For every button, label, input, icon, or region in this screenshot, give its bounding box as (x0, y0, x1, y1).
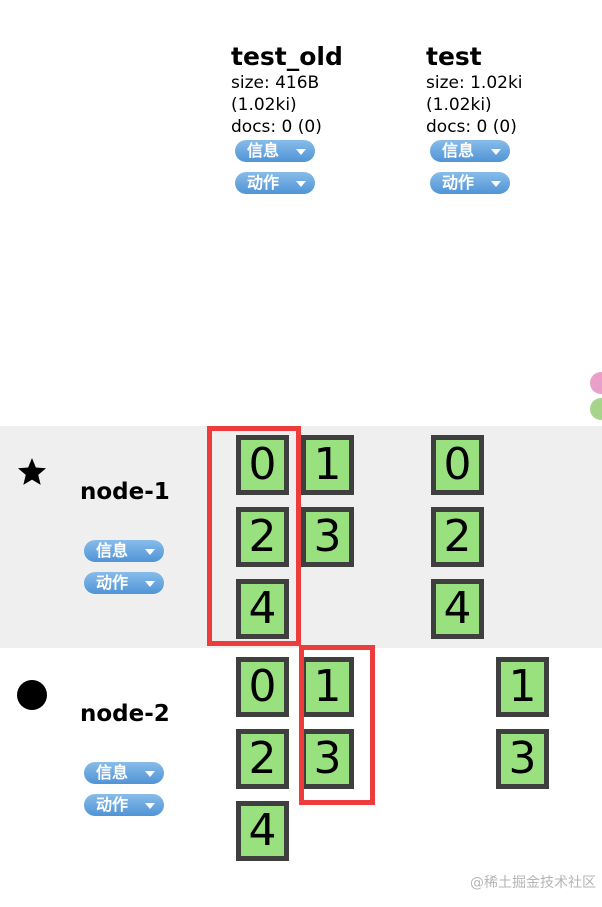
index-docs: docs: 0 (0) (231, 117, 322, 137)
index-info-button[interactable]: 信息 (430, 140, 510, 162)
info-button-label: 信息 (442, 141, 475, 160)
index-docs: docs: 0 (0) (426, 117, 517, 137)
edge-green-circle (590, 398, 602, 420)
node-row-1: node-1 信息 动作 0 2 4 1 3 0 2 4 (0, 426, 602, 648)
circle-icon (17, 680, 47, 710)
shard-test-old-0[interactable]: 0 (236, 435, 289, 495)
node-info-button[interactable]: 信息 (84, 762, 164, 784)
info-button-label: 信息 (96, 541, 129, 560)
shard-test-old-4[interactable]: 4 (236, 579, 289, 639)
caret-down-icon (145, 771, 155, 777)
shard-test-0[interactable]: 0 (431, 435, 484, 495)
shard-test-old-2[interactable]: 2 (236, 729, 289, 789)
edge-pink-circle (590, 372, 602, 394)
caret-down-icon (145, 549, 155, 555)
caret-down-icon (491, 149, 501, 155)
index-size-total: (1.02ki) (426, 95, 492, 115)
node-action-button[interactable]: 动作 (84, 794, 164, 816)
shard-test-old-3[interactable]: 3 (301, 507, 354, 567)
caret-down-icon (296, 149, 306, 155)
node-name: node-2 (80, 701, 170, 727)
node-row-2: node-2 信息 动作 0 2 4 1 3 1 3 (0, 648, 602, 868)
index-stats: size: 1.02ki (1.02ki) docs: 0 (0) (426, 72, 586, 138)
shard-test-old-4[interactable]: 4 (236, 801, 289, 861)
index-name: test_old (231, 42, 343, 71)
index-stats: size: 416B (1.02ki) docs: 0 (0) (231, 72, 391, 138)
watermark: @稀土掘金技术社区 (470, 875, 596, 891)
action-button-label: 动作 (442, 173, 475, 192)
index-size: size: 1.02ki (426, 73, 523, 93)
index-info-button[interactable]: 信息 (235, 140, 315, 162)
node-info-button[interactable]: 信息 (84, 540, 164, 562)
shard-test-old-1[interactable]: 1 (301, 435, 354, 495)
index-name: test (426, 42, 482, 71)
node-action-button[interactable]: 动作 (84, 572, 164, 594)
star-icon (18, 458, 46, 485)
index-size: size: 416B (231, 73, 320, 93)
index-column-test: test size: 1.02ki (1.02ki) docs: 0 (0) 信… (426, 42, 586, 194)
caret-down-icon (145, 581, 155, 587)
node-name: node-1 (80, 479, 170, 505)
index-size-total: (1.02ki) (231, 95, 297, 115)
index-action-button[interactable]: 动作 (430, 172, 510, 194)
caret-down-icon (296, 181, 306, 187)
info-button-label: 信息 (96, 763, 129, 782)
shard-test-2[interactable]: 2 (431, 507, 484, 567)
shard-test-1[interactable]: 1 (496, 657, 549, 717)
action-button-label: 动作 (96, 795, 129, 814)
index-column-test-old: test_old size: 416B (1.02ki) docs: 0 (0)… (231, 42, 391, 194)
shard-test-old-2[interactable]: 2 (236, 507, 289, 567)
action-button-label: 动作 (247, 173, 280, 192)
action-button-label: 动作 (96, 573, 129, 592)
shard-test-old-1[interactable]: 1 (301, 657, 354, 717)
shard-test-old-0[interactable]: 0 (236, 657, 289, 717)
shard-test-4[interactable]: 4 (431, 579, 484, 639)
info-button-label: 信息 (247, 141, 280, 160)
shard-test-old-3[interactable]: 3 (301, 729, 354, 789)
shard-test-3[interactable]: 3 (496, 729, 549, 789)
caret-down-icon (145, 803, 155, 809)
index-action-button[interactable]: 动作 (235, 172, 315, 194)
caret-down-icon (491, 181, 501, 187)
